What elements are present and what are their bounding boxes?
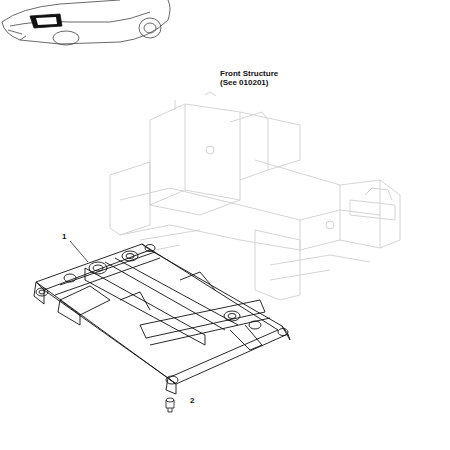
front-subframe: [34, 244, 290, 394]
callout-number: 2: [190, 396, 194, 405]
car-thumbnail: [2, 0, 170, 45]
leader-line: [70, 241, 88, 262]
part-label: Front Structure (See 010201): [220, 69, 290, 87]
front-structure-ghost: [110, 92, 400, 300]
callout-number: 1: [62, 232, 66, 241]
bolt: [166, 398, 174, 412]
